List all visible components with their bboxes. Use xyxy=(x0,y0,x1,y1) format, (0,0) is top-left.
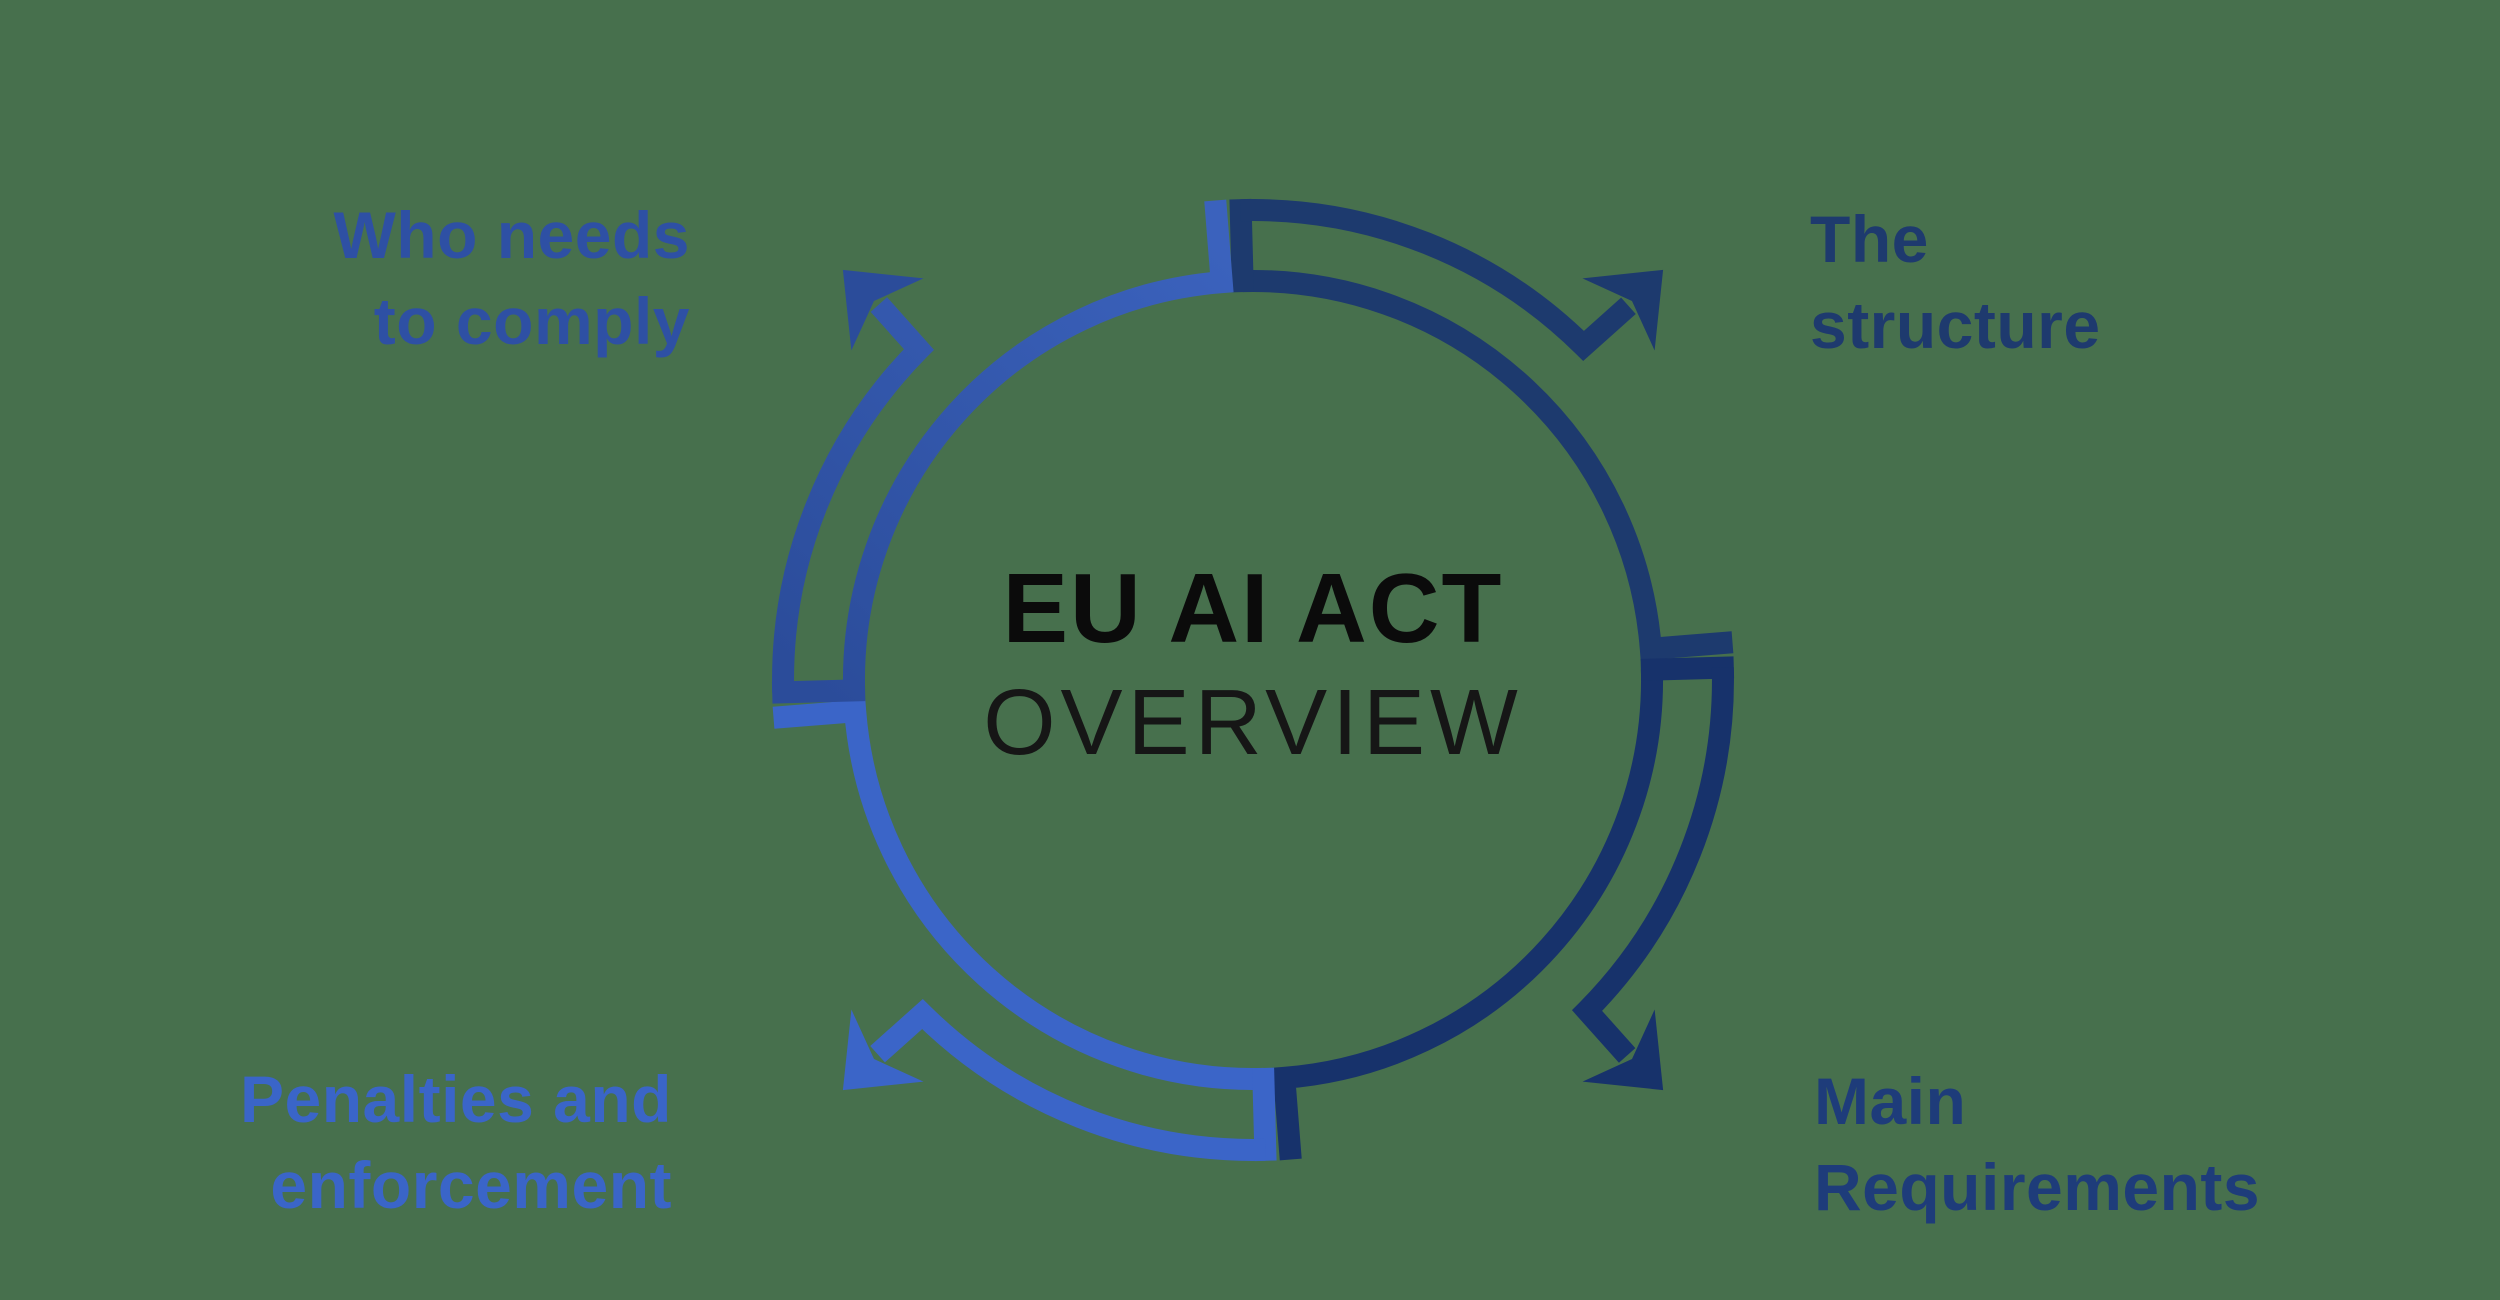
label-line: Penalties and xyxy=(240,1062,672,1136)
diagram-subtitle: OVERVIEW xyxy=(983,670,1523,774)
label-line: to comply xyxy=(373,284,690,358)
label-line: structure xyxy=(1810,288,2101,362)
label-line: The xyxy=(1810,202,1929,276)
label-line: Main xyxy=(1814,1064,1967,1138)
label-penalties-and-enforcement: Penalties and enforcement xyxy=(240,1056,672,1228)
center-title-block: EU AI ACT OVERVIEW xyxy=(983,556,1523,772)
label-line: Who needs xyxy=(333,198,690,272)
label-who-needs-to-comply: Who needs to comply xyxy=(333,192,690,364)
label-main-requirements: Main Requirements xyxy=(1814,1058,2260,1230)
label-the-structure: The structure xyxy=(1810,196,2101,368)
label-line: Requirements xyxy=(1814,1150,2261,1224)
diagram-title: EU AI ACT xyxy=(1002,553,1504,663)
label-line: enforcement xyxy=(270,1148,672,1222)
